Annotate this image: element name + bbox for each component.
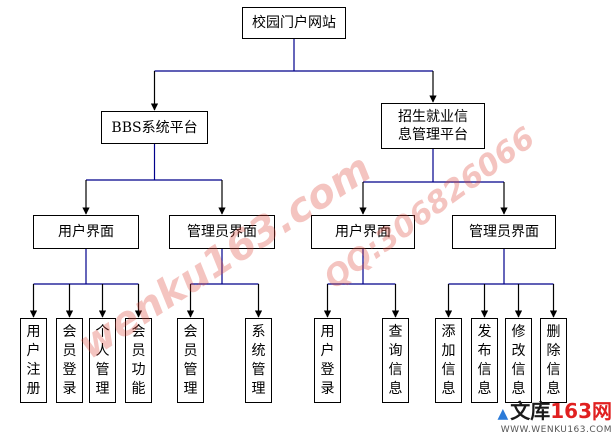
leaf-system-manage: 系统管理 [245,318,272,403]
node-zs-user-ui: 用户界面 [311,215,415,249]
leaf-member-functions: 会员功能 [125,318,152,403]
node-bbs-user-ui: 用户界面 [33,215,139,249]
logo-text-cn: 文库 [510,399,551,423]
graduation-cap-icon: ▲ [497,406,509,422]
leaf-member-manage: 会员管理 [177,318,204,403]
leaf-add-info: 添加信息 [435,318,462,403]
leaf-member-login: 会员登录 [56,318,83,403]
node-zhaosheng: 招生就业信息管理平台 [381,103,485,149]
logo-text-num: 163 [550,399,592,423]
node-bbs: BBS系统平台 [101,111,208,144]
node-bbs-admin-ui: 管理员界面 [169,215,275,249]
leaf-publish-info: 发布信息 [471,318,498,403]
node-root: 校园门户网站 [242,7,346,39]
leaf-delete-info: 删除信息 [540,318,567,403]
leaf-user-login: 用户登录 [314,318,341,403]
leaf-query-info: 查询信息 [382,318,409,403]
leaf-modify-info: 修改信息 [505,318,532,403]
leaf-user-register: 用户注册 [20,318,47,403]
site-logo: ▲文库163网 WWW.WENKU163.COM [497,400,612,435]
leaf-personal-manage: 个人管理 [89,318,116,403]
logo-url: WWW.WENKU163.COM [500,425,612,435]
logo-text-net: 网 [592,399,612,423]
node-zs-admin-ui: 管理员界面 [452,215,556,249]
